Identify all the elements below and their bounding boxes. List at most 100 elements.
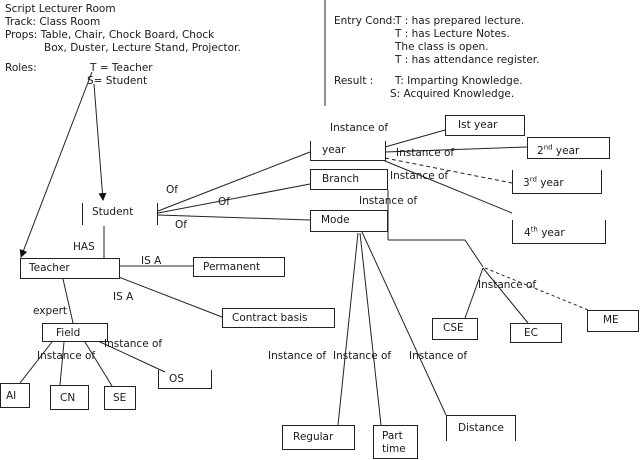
node-se-label: SE [113,392,127,404]
node-3rd-year-num: 3 [523,176,530,189]
edge-label-expert: expert [33,305,68,317]
node-branch: Branch [310,169,388,190]
edge-teacher-contract [115,275,223,318]
edge-field-ai [19,341,53,384]
node-4th-year-label: 4th year [524,225,565,239]
node-2nd-year-sup: nd [543,143,553,151]
node-teacher-label: Teacher [29,262,70,274]
entry-cond-2: T : has Lecture Notes. [395,28,510,40]
entry-cond-3: The class is open. [395,41,489,53]
node-se: SE [104,386,136,410]
edge-label-instance-branch: Instance of [478,279,537,291]
node-2nd-year: 2nd year [527,137,610,159]
node-2nd-year-num: 2 [537,144,544,157]
node-part-time: Part time [373,425,418,459]
node-distance: Distance [446,415,516,441]
script-props: Props: Table, Chair, Chock Board, Chock [5,29,215,41]
edge-branch-drop [464,239,484,268]
node-ai: AI [0,383,30,408]
node-cse: CSE [432,318,478,340]
arrow-to-student [93,83,107,201]
node-3rd-year-label: 3rd year [523,175,564,189]
node-part-time-label-2: time [382,443,406,455]
node-1st-year-label: Ist year [458,119,498,131]
script-title: Script Lecturer Room [5,3,116,15]
node-teacher: Teacher [20,258,120,279]
node-branch-label: Branch [322,173,360,185]
edge-mode-parttime [359,232,382,426]
node-ec: EC [510,323,562,343]
node-1st-year: Ist year [445,115,525,136]
node-regular: Regular [282,425,355,450]
node-year-label: year [322,144,346,156]
node-me: ME [587,310,639,332]
node-field: Field [42,323,108,342]
edge-mode-regular [337,232,359,426]
node-os: OS [158,370,212,389]
edge-label-instance-mode: Instance of [359,195,418,207]
edge-label-is-a-1: IS A [141,255,162,267]
entry-label: Entry Cond: [334,15,396,27]
node-4th-year-num: 4 [524,226,531,239]
result-label: Result : [334,75,374,87]
node-4th-year: 4th year [512,220,606,244]
edge-branch-me [484,267,594,313]
edge-branch-cse [464,267,484,319]
edge-field-os [97,340,166,373]
node-cn-label: CN [60,392,76,404]
node-student-label: Student [92,206,134,218]
node-distance-label: Distance [458,422,504,434]
node-cn: CN [50,385,89,410]
edge-label-instance-field-left: Instance of [37,350,96,362]
edge-branch-ec [482,267,529,324]
node-me-label: ME [603,314,619,326]
script-track: Track: Class Room [5,16,101,28]
node-contract-basis: Contract basis [222,308,335,328]
role-student: S= Student [87,75,148,87]
node-student: Student [82,203,158,225]
result-2: S: Acquired Knowledge. [390,88,515,100]
node-4th-year-sup: th [530,225,538,233]
edge-student-year [157,151,311,212]
node-ai-label: AI [6,390,17,402]
edge-label-instance-parttime: Instance of [333,350,392,362]
node-cse-label: CSE [443,322,464,334]
script-props-cont: Box, Duster, Lecture Stand, Projector. [44,42,241,54]
result-1: T: Imparting Knowledge. [395,75,523,87]
edge-year-3rd [384,157,513,184]
node-4th-year-rest: year [537,226,565,239]
node-3rd-year-rest: year [536,176,564,189]
edge-field-se [84,341,113,387]
node-ec-label: EC [524,327,538,339]
edge-label-is-a-2: IS A [113,291,134,303]
edge-label-has: HAS [73,241,95,253]
edge-label-of-1: Of [166,184,178,196]
node-field-label: Field [56,327,81,339]
node-2nd-year-rest: year [552,144,580,157]
node-os-label: OS [169,373,184,385]
roles-label: Roles: [5,62,37,74]
node-mode-label: Mode [321,214,350,226]
node-mode: Mode [310,210,388,232]
edge-label-instance-3rd: Instance of [390,170,449,182]
node-permanent-label: Permanent [203,261,261,273]
arrow-to-teacher [19,71,93,258]
edge-mode-distance [361,231,447,416]
node-part-time-label-1: Part [382,430,403,442]
edge-year-1st [384,129,446,148]
node-contract-label: Contract basis [232,312,308,324]
edge-label-of-3: Of [175,219,187,231]
edge-label-instance-year: Instance of [330,122,389,134]
edge-field-cn [59,341,65,386]
edge-teacher-field [62,278,74,324]
node-2nd-year-label: 2nd year [537,143,580,157]
role-teacher: T = Teacher [90,62,153,74]
edge-label-instance-regular: Instance of [268,350,327,362]
node-3rd-year-sup: rd [529,175,537,183]
edge-label-instance-field-top: Instance of [104,338,163,350]
edge-label-of-2: Of [218,196,230,208]
entry-cond-1: T : has prepared lecture. [395,15,525,27]
entry-cond-4: T : has attendance register. [395,54,540,66]
